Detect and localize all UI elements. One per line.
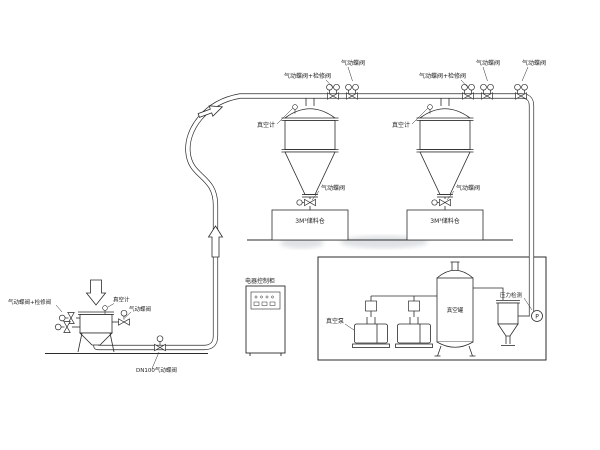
receiver2-discharge-valve-label: 气动蝶阀 (456, 184, 480, 192)
leader-lines (55, 66, 533, 369)
panel-button-icon (253, 301, 260, 306)
pressure-detect-label: 压力检测 (500, 291, 523, 299)
vacuum-tank-label: 真空罐 (447, 306, 464, 314)
pressure-filter-vessel (496, 300, 530, 346)
vacuum-pump-1 (352, 316, 390, 348)
flow-arrow-right-icon (197, 105, 224, 118)
panel-button-icon (269, 301, 276, 306)
indicator-light-icon (265, 295, 269, 299)
indicator-light-icon (271, 295, 274, 299)
control-cabinet (245, 285, 286, 356)
vacuum-tank (434, 261, 476, 357)
panel-button-icon (261, 301, 268, 306)
feeder-valve-label: 气动蝶阀 (129, 305, 151, 313)
receiver1-discharge-valve-label: 气动蝶阀 (321, 184, 345, 192)
vacuum-pump-label: 真空泵 (326, 317, 344, 325)
receiver1-service-valve-label: 气动蝶阀+检修阀 (284, 72, 331, 80)
indicator-light-icon (254, 295, 258, 299)
flow-arrows (85, 105, 224, 306)
inline-filter-icon (365, 300, 377, 312)
vacuum-pump-2 (395, 316, 433, 348)
flow-arrow-up-icon (207, 225, 224, 258)
right-line-valve-label: 气动蝶阀 (522, 59, 546, 67)
feeder-service-valve-label: 气动蝶阀+检修阀 (8, 298, 51, 306)
receiver2-gauge-label: 真空计 (392, 121, 410, 129)
receiver1-valve-label: 气动蝶阀 (341, 59, 365, 67)
receiver1-bin-label: 3M³储料仓 (295, 217, 324, 225)
feeder-station (72, 305, 119, 353)
receiver2-bin-label: 3M³储料仓 (430, 217, 459, 225)
receiver2-valve-label: 气动蝶阀 (476, 59, 500, 67)
pressure-gauge-letter: P (535, 314, 539, 321)
vacuum-gauge-icon (102, 305, 108, 311)
feeder-outlet-valve-icon (118, 309, 130, 326)
inline-filter-icon (408, 300, 420, 312)
feeder-service-valve2-icon (54, 321, 71, 333)
control-cabinet-label: 电器控制柜 (245, 277, 275, 285)
flow-arrow-down-icon (85, 279, 107, 306)
receiver2-service-valve-label: 气动蝶阀+检修阀 (419, 72, 466, 80)
receiver1-gauge-label: 真空计 (257, 121, 275, 129)
pump-room-enclosure (317, 256, 547, 361)
feeder-gauge-label: 真空计 (113, 296, 130, 304)
indicator-light-icon (260, 295, 263, 299)
pressure-gauge: P (531, 310, 543, 322)
dn100-valve-label: DN100气动蝶阀 (136, 366, 177, 374)
vacuum-pump-station (365, 261, 530, 357)
